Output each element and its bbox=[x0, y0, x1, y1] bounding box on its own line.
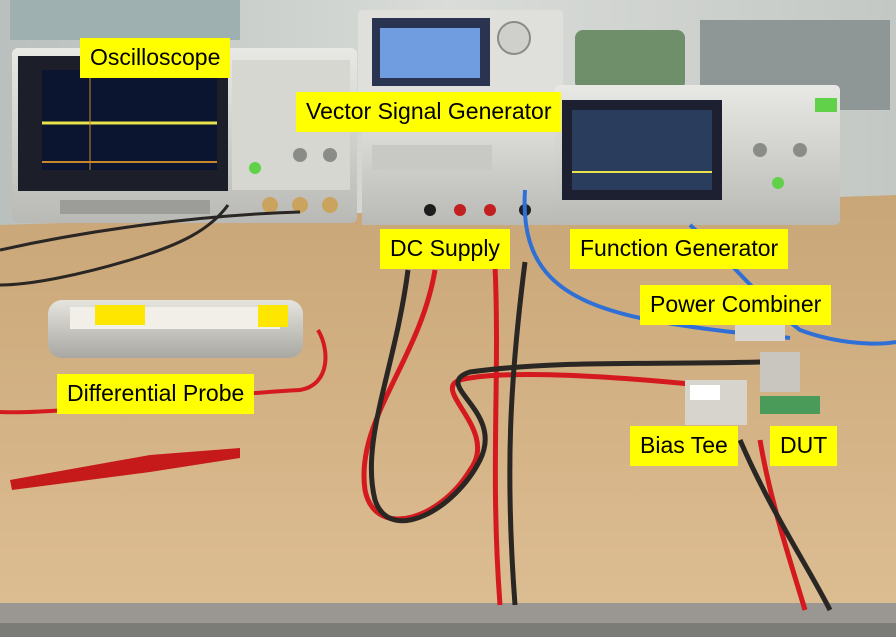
background-chair bbox=[575, 30, 685, 90]
cable-red-dc-down bbox=[492, 264, 503, 606]
label-function-generator: Function Generator bbox=[570, 229, 789, 269]
floor bbox=[0, 623, 896, 637]
desk-edge bbox=[0, 603, 896, 623]
differential-probe-device bbox=[48, 300, 303, 358]
probe-clip-red bbox=[10, 448, 240, 490]
power-combiner-device bbox=[735, 323, 800, 392]
cable-black-dc-loop bbox=[368, 269, 761, 524]
cable-black-probe bbox=[0, 204, 230, 287]
label-differential-probe: Differential Probe bbox=[57, 374, 255, 414]
dut-board bbox=[760, 396, 820, 414]
cable-black-dc-down bbox=[507, 261, 528, 606]
label-dut: DUT bbox=[770, 426, 838, 466]
cable-black-dut bbox=[737, 439, 833, 612]
label-power-combiner: Power Combiner bbox=[640, 285, 832, 325]
label-oscilloscope: Oscilloscope bbox=[80, 38, 231, 78]
cable-red-dut bbox=[757, 439, 808, 611]
function-generator-instrument bbox=[555, 85, 840, 225]
label-bias-tee: Bias Tee bbox=[630, 426, 738, 466]
bias-tee-device bbox=[685, 380, 747, 425]
cable-black-back bbox=[0, 210, 301, 252]
label-vector-signal-generator: Vector Signal Generator bbox=[296, 92, 562, 132]
label-dc-supply: DC Supply bbox=[380, 229, 510, 269]
background-window bbox=[10, 0, 240, 40]
